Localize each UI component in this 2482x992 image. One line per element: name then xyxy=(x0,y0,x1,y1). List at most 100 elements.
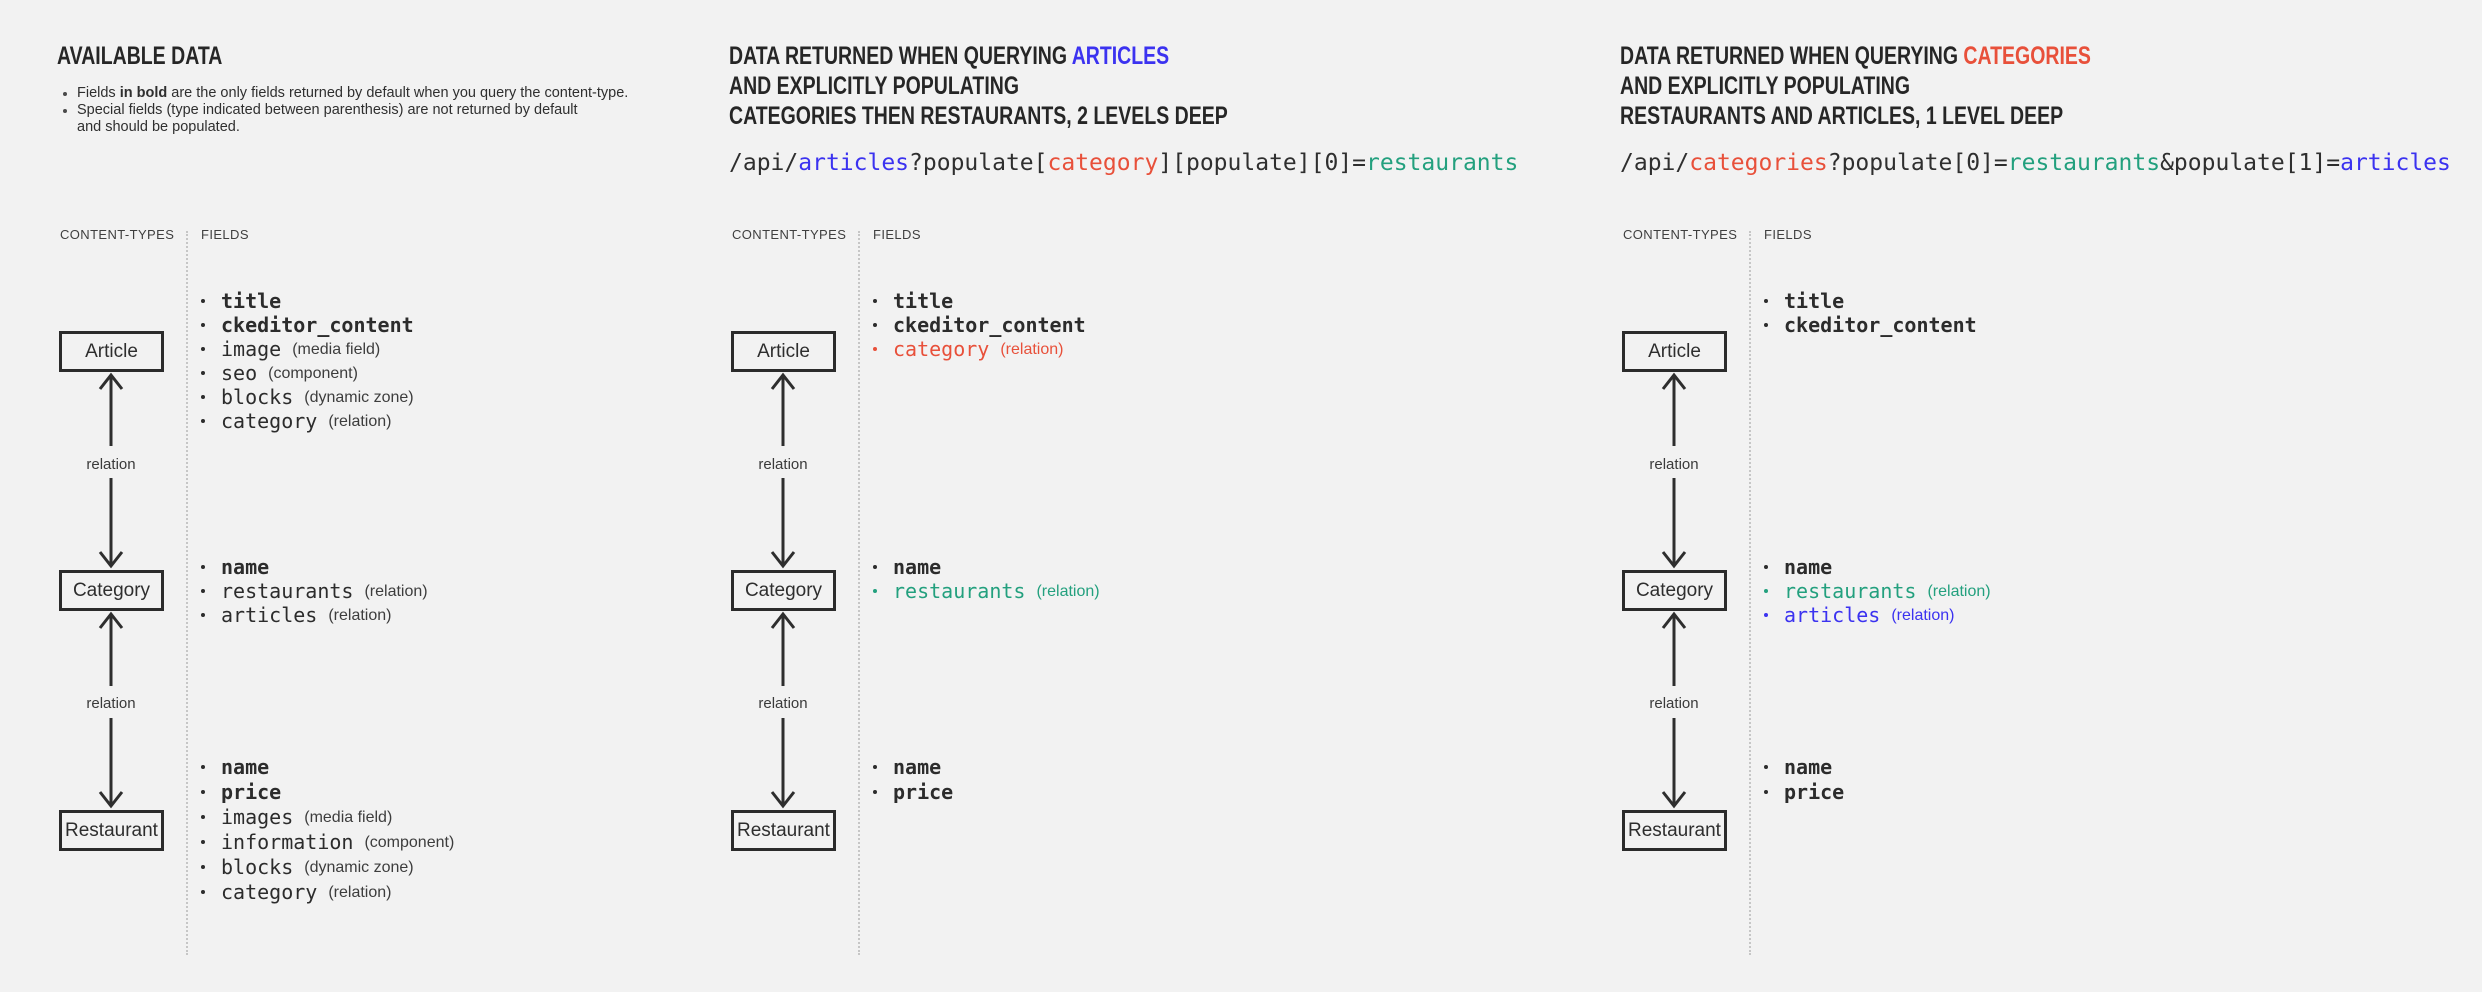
bullet-icon xyxy=(201,395,205,399)
field-name: name xyxy=(1784,754,1833,779)
panel-title-text: DATA RETURNED WHEN QUERYING xyxy=(729,42,1072,70)
field-row: category(relation) xyxy=(870,337,1086,361)
box-label: Category xyxy=(744,579,823,601)
field-name: category xyxy=(221,409,318,433)
code-segment-restaurants: restaurants xyxy=(1366,150,1519,176)
note-text-line2: and should be populated. xyxy=(77,119,240,135)
field-name: name xyxy=(1784,555,1833,579)
code-segment: /api/ xyxy=(1620,150,1690,176)
category-fields-list: name restaurants(relation) articles(rela… xyxy=(1761,555,1991,627)
relation-arrow-icon xyxy=(770,372,796,569)
field-name: title xyxy=(221,289,282,313)
box-label: Article xyxy=(85,340,138,362)
relation-label: relation xyxy=(738,694,828,714)
field-row: title xyxy=(198,289,414,313)
field-row: name xyxy=(870,754,953,779)
api-query-code: /api/articles?populate[category][populat… xyxy=(729,150,1518,176)
field-row: price xyxy=(1761,779,1844,804)
field-name: seo xyxy=(221,361,258,385)
code-segment: /api/ xyxy=(729,150,799,176)
bullet-icon xyxy=(1764,323,1768,327)
relation-label: relation xyxy=(66,694,156,714)
content-type-box-category: Category xyxy=(59,570,164,611)
field-name: name xyxy=(221,754,270,779)
bullet-icon xyxy=(201,789,205,794)
article-fields-list: title ckeditor_content xyxy=(1761,289,1977,337)
field-row: articles (relation) xyxy=(198,603,428,627)
code-segment: ][populate][0]= xyxy=(1158,150,1367,176)
bullet-icon xyxy=(1764,299,1768,303)
field-row: restaurants(relation) xyxy=(198,579,428,603)
field-row: price xyxy=(198,779,454,804)
box-label: Article xyxy=(1648,340,1701,362)
field-type: (relation) xyxy=(1891,607,1955,624)
bullet-icon xyxy=(873,565,877,569)
code-segment-category: category xyxy=(1047,150,1159,176)
field-type: (relation) xyxy=(328,607,392,624)
bullet-icon xyxy=(201,589,205,593)
panel-title-line3: CATEGORIES THEN RESTAURANTS, 2 LEVELS DE… xyxy=(729,102,1228,130)
field-type: (media field) xyxy=(292,341,381,358)
fields-column-label: FIELDS xyxy=(873,227,921,242)
field-type: (component) xyxy=(364,833,455,851)
field-row: articles (relation) xyxy=(1761,603,1991,627)
bullet-icon xyxy=(1764,589,1768,593)
panel-querying-articles: DATA RETURNED WHEN QUERYING ARTICLES AND… xyxy=(712,0,1592,992)
field-type: (dynamic zone) xyxy=(304,858,414,876)
bullet-icon xyxy=(873,764,877,769)
content-type-box-restaurant: Restaurant xyxy=(731,810,836,851)
bullet-icon xyxy=(201,764,205,769)
field-name: ckeditor_content xyxy=(1784,313,1977,337)
bullet-icon xyxy=(873,299,877,303)
note-text-bold: in bold xyxy=(119,85,168,101)
field-name: category xyxy=(221,879,318,904)
box-label: Category xyxy=(1635,579,1714,601)
field-name: price xyxy=(893,779,954,804)
relation-arrow-icon xyxy=(1661,372,1687,569)
panel-title-accent: CATEGORIES xyxy=(1963,42,2091,70)
field-name: ckeditor_content xyxy=(221,313,414,337)
field-name: image xyxy=(221,337,282,361)
panel-title-line1: DATA RETURNED WHEN QUERYING ARTICLES xyxy=(729,41,1228,71)
field-name: articles xyxy=(221,603,318,627)
field-name: articles xyxy=(1784,603,1881,627)
bullet-icon xyxy=(201,419,205,423)
panel-title-line2: AND EXPLICITLY POPULATING xyxy=(729,72,1020,100)
field-row: restaurants(relation) xyxy=(870,579,1100,603)
panel-title: DATA RETURNED WHEN QUERYING CATEGORIES A… xyxy=(1620,41,2091,131)
fields-column-label: FIELDS xyxy=(201,227,249,242)
bullet-icon xyxy=(201,864,205,869)
content-type-box-category: Category xyxy=(1622,570,1727,611)
column-divider xyxy=(858,231,860,955)
field-row: price xyxy=(870,779,953,804)
field-row: blocks(dynamic zone) xyxy=(198,385,414,409)
field-row: ckeditor_content xyxy=(1761,313,1977,337)
panel-title-text: DATA RETURNED WHEN QUERYING xyxy=(1620,42,1964,70)
code-segment-restaurants: restaurants xyxy=(2007,150,2161,176)
box-label: Restaurant xyxy=(737,819,830,841)
panel-title-line1: DATA RETURNED WHEN QUERYING CATEGORIES xyxy=(1620,41,2091,71)
field-row: name xyxy=(198,555,428,579)
bullet-icon xyxy=(201,814,205,819)
field-row: blocks(dynamic zone) xyxy=(198,854,454,879)
field-type: (relation) xyxy=(1927,583,1991,600)
bullet-icon xyxy=(873,323,877,327)
restaurant-fields-list: name price images(media field) informati… xyxy=(198,754,454,904)
field-row: title xyxy=(870,289,1086,313)
code-segment-articles: articles xyxy=(2340,150,2451,176)
relation-label: relation xyxy=(1629,455,1719,475)
bullet-icon xyxy=(873,347,877,351)
relation-label: relation xyxy=(1629,694,1719,714)
field-type: (media field) xyxy=(304,808,393,826)
panel-title-line2: AND EXPLICITLY POPULATING xyxy=(1620,72,1911,100)
fields-column-label: FIELDS xyxy=(1764,227,1812,242)
box-label: Article xyxy=(757,340,810,362)
field-row: title xyxy=(1761,289,1977,313)
field-row: ckeditor_content xyxy=(198,313,414,337)
field-type: (relation) xyxy=(328,413,392,430)
field-row: information(component) xyxy=(198,829,454,854)
content-types-column-label: CONTENT-TYPES xyxy=(732,227,847,242)
relation-label: relation xyxy=(66,455,156,475)
field-name: blocks xyxy=(221,385,294,409)
